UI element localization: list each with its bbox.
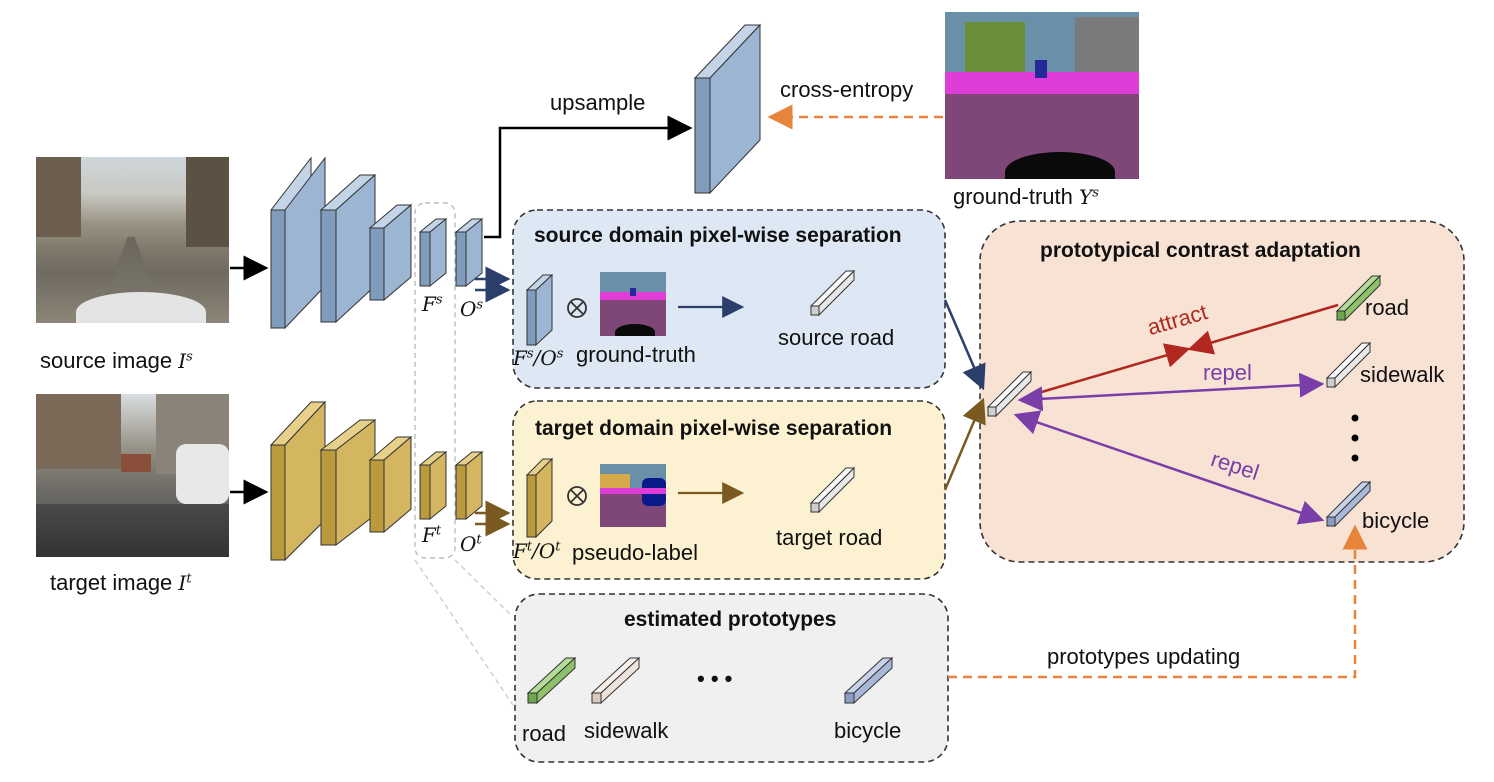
target-to-contrast-arrow	[943, 397, 986, 491]
estimated-road-prototype-icon	[526, 656, 577, 705]
feature-to-prototypes-dash-1	[454, 559, 514, 618]
cross-entropy-label: cross-entropy	[780, 77, 914, 102]
fs-label: Fs	[422, 292, 443, 316]
contrast-sidewalk-label: sidewalk	[1360, 362, 1445, 387]
road-prototype-icon	[1335, 274, 1382, 322]
estimated-sidewalk-prototype-icon	[590, 656, 641, 705]
source-otimes-icon	[567, 298, 587, 318]
estimated-bicycle-prototype-icon	[843, 656, 894, 705]
target-image-label: target image It	[50, 570, 192, 595]
repel-label-sidewalk: repel	[1203, 360, 1252, 385]
source-panel-feature-label: Fs/Os	[513, 345, 564, 370]
repel-arrow-bicycle	[1013, 410, 1325, 525]
source-panel-title: source domain pixel-wise separation	[534, 224, 902, 247]
estimated-road-label: road	[522, 721, 567, 746]
source-to-contrast-arrow	[943, 299, 986, 391]
repel-arrow-sidewalk	[1017, 372, 1325, 412]
source-panel-feature-block	[525, 273, 554, 347]
upsampled-output-block	[693, 23, 762, 195]
ground-truth-segmentation-image	[945, 12, 1139, 179]
target-panel-title: target domain pixel-wise separation	[535, 417, 893, 440]
target-panel-feature-block	[525, 457, 554, 539]
target-network	[269, 400, 484, 562]
target-otimes-icon	[567, 486, 587, 506]
contrast-road-label: road	[1365, 295, 1410, 320]
more-classes-dots	[1351, 414, 1359, 462]
source-road-prototype-icon	[809, 269, 856, 317]
prototypes-updating-label: prototypes updating	[1047, 644, 1241, 669]
prototypes-updating-arrow	[948, 524, 1368, 679]
source-network	[270, 156, 484, 330]
sidewalk-prototype-icon	[1325, 341, 1372, 389]
target-panel-feature-label: Ft/Ot	[513, 538, 561, 563]
target-road-prototype-icon	[809, 466, 856, 514]
source-panel-mask-label: ground-truth	[576, 342, 696, 367]
target-image-photo	[36, 394, 229, 557]
contrast-bicycle-label: bicycle	[1362, 508, 1430, 533]
source-road-label: source road	[778, 325, 895, 350]
attract-arrow-right	[1187, 303, 1339, 355]
estimated-sidewalk-label: sidewalk	[584, 718, 669, 743]
ot-label: Ot	[460, 532, 482, 556]
pseudo-label-thumbnail	[600, 464, 666, 527]
upsample-arrow	[484, 115, 693, 239]
source-image-photo	[36, 157, 229, 323]
estimated-ellipsis: • • •	[697, 666, 733, 691]
ft-label: Ft	[422, 523, 442, 547]
source-image-label: source image Is	[40, 348, 193, 373]
upsample-label: upsample	[550, 90, 646, 115]
target-road-label: target road	[776, 525, 883, 550]
ground-truth-label: ground-truth Ys	[953, 184, 1099, 209]
feature-group-outline	[414, 202, 456, 559]
estimated-bicycle-label: bicycle	[834, 718, 902, 743]
contrast-panel-title: prototypical contrast adaptation	[1040, 239, 1361, 262]
target-panel-mask-label: pseudo-label	[572, 540, 698, 565]
estimated-prototypes-title: estimated prototypes	[624, 608, 837, 631]
source-mask-thumbnail	[600, 272, 666, 336]
feature-to-prototypes-dash-2	[414, 559, 514, 706]
bicycle-prototype-icon	[1325, 480, 1372, 528]
os-label: Os	[460, 297, 484, 321]
